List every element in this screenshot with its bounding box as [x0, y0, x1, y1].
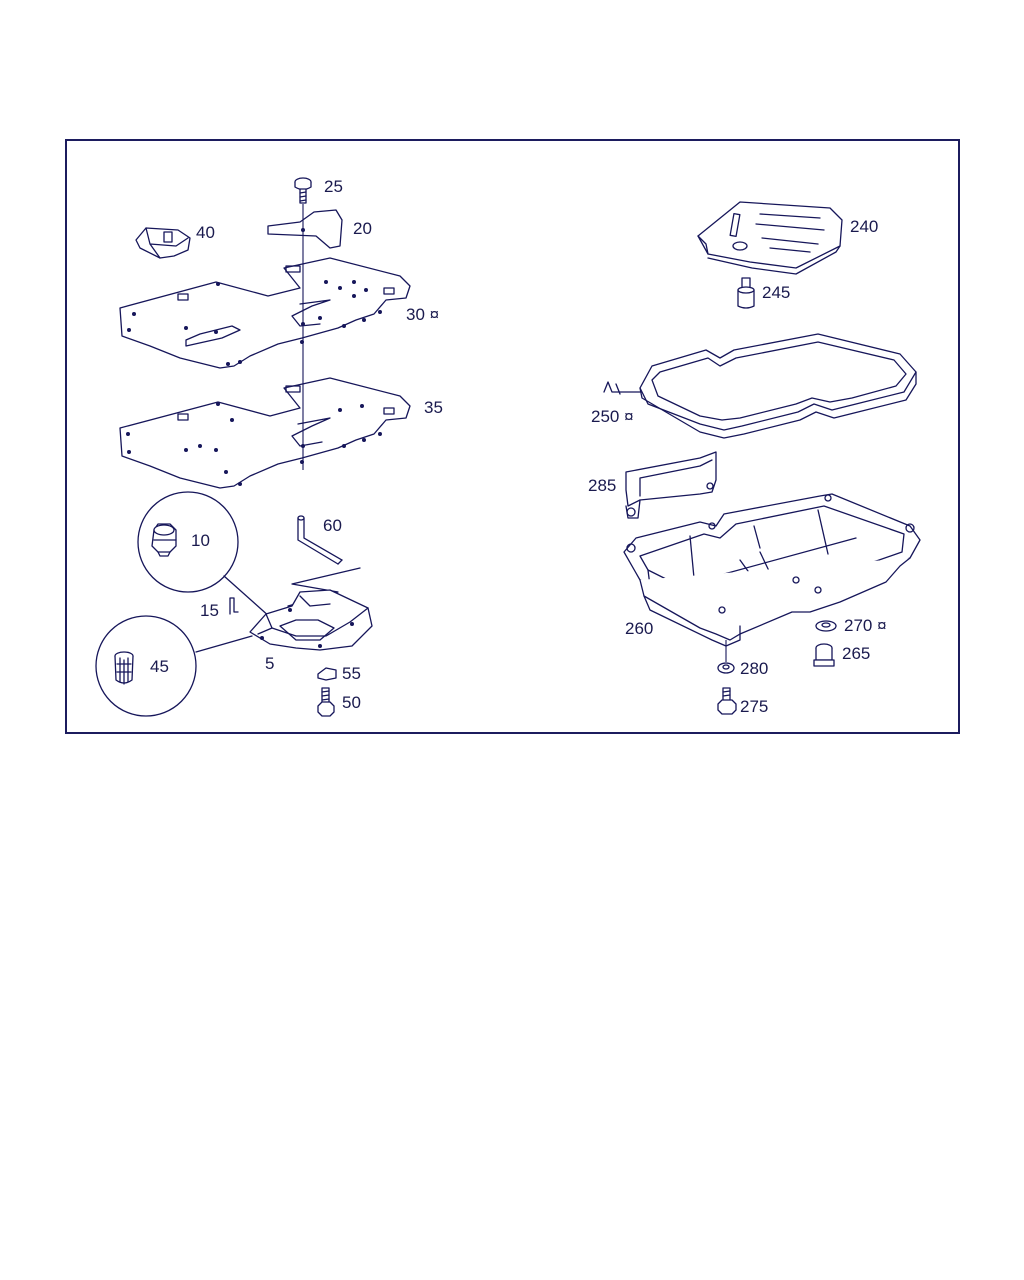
label-285: 285 [588, 476, 616, 495]
drain-plug-265-drawing[interactable] [813, 643, 835, 667]
oil-pan-260-drawing[interactable] [623, 493, 921, 647]
label-40: 40 [196, 223, 215, 242]
label-25: 25 [324, 177, 343, 196]
label-270: 270 ¤ [844, 616, 887, 635]
label-245: 245 [762, 283, 790, 302]
label-35: 35 [424, 398, 443, 417]
washer-280-drawing[interactable] [717, 662, 735, 674]
pipe-60-drawing[interactable] [297, 515, 343, 565]
label-30: 30 ¤ [406, 305, 439, 324]
valve-body-5-drawing[interactable] [249, 589, 373, 651]
label-275: 275 [740, 697, 768, 716]
washer-55-drawing[interactable] [317, 667, 337, 681]
label-280: 280 [740, 659, 768, 678]
oil-filter-240-drawing[interactable] [697, 201, 843, 275]
label-10: 10 [191, 531, 210, 550]
connector-40-drawing[interactable] [135, 227, 191, 259]
label-240: 240 [850, 217, 878, 236]
label-20: 20 [353, 219, 372, 238]
leader-45-to-5 [195, 635, 253, 653]
bracket-20-drawing[interactable] [267, 209, 343, 249]
clip-15-drawing[interactable] [229, 597, 239, 615]
label-265: 265 [842, 644, 870, 663]
bolt-50-drawing[interactable] [317, 687, 335, 717]
bracket-285-drawing[interactable] [625, 451, 717, 519]
separator-plate-30-drawing[interactable] [119, 257, 411, 369]
label-50: 50 [342, 693, 361, 712]
label-250: 250 ¤ [591, 407, 634, 426]
label-5: 5 [265, 654, 274, 673]
label-15: 15 [200, 601, 219, 620]
diagram-border [65, 139, 960, 734]
seal-270-drawing[interactable] [815, 620, 837, 632]
label-45: 45 [150, 657, 169, 676]
detail-circle-45[interactable] [95, 615, 197, 717]
screw-25-drawing[interactable] [294, 177, 312, 204]
plug-245-drawing[interactable] [737, 277, 755, 309]
gasket-250-drawing[interactable] [603, 333, 917, 439]
bolt-275-drawing[interactable] [717, 687, 737, 715]
detail-circle-10[interactable] [137, 491, 239, 593]
intermediate-plate-35-drawing[interactable] [119, 377, 411, 489]
label-260: 260 [625, 619, 653, 638]
label-60: 60 [323, 516, 342, 535]
label-55: 55 [342, 664, 361, 683]
